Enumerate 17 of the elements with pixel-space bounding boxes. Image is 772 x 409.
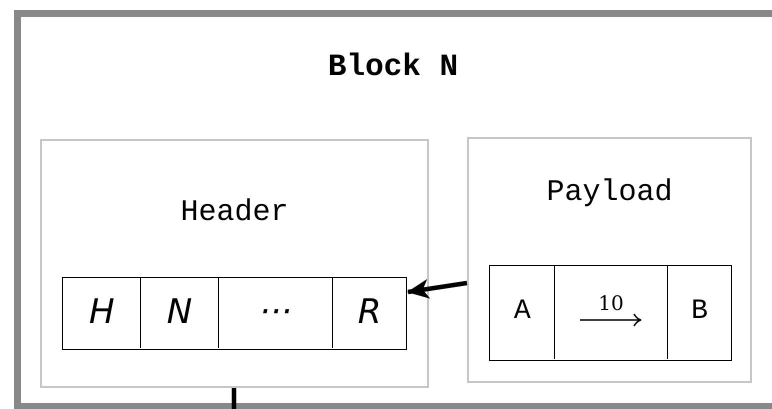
- arrow: [407, 278, 468, 299]
- cell-text: 10: [598, 292, 624, 312]
- cell-text: N: [166, 294, 192, 332]
- field-row: [62, 277, 407, 350]
- connector-line: [232, 388, 236, 409]
- cell-text: H: [88, 294, 115, 332]
- cell-text: ···: [259, 294, 292, 332]
- cell-text: B: [691, 297, 708, 328]
- cell-text: A: [514, 297, 531, 328]
- cell-text: R: [358, 294, 382, 332]
- block-frame: [14, 10, 772, 409]
- section-box: [467, 137, 752, 383]
- section-title: Block N: [326, 50, 460, 86]
- section-title: Payload: [545, 176, 674, 210]
- section-box: [40, 139, 429, 388]
- field-row: [489, 265, 732, 361]
- section-title: Header: [179, 196, 290, 230]
